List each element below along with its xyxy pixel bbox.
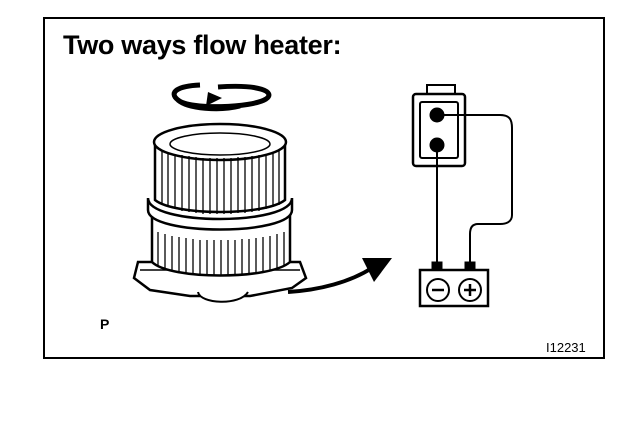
- figure-code: I12231: [546, 340, 586, 355]
- diagram-frame: [43, 17, 605, 359]
- connector-icon: [411, 84, 467, 168]
- wire-lines: [436, 114, 513, 262]
- diagram-title: Two ways flow heater:: [63, 30, 342, 60]
- curved-arrow-icon: [287, 258, 392, 294]
- part-label: P: [100, 316, 110, 332]
- blower-motor-icon: [132, 122, 308, 303]
- rotation-arrow-icon: [171, 82, 272, 112]
- battery-icon: [418, 261, 490, 308]
